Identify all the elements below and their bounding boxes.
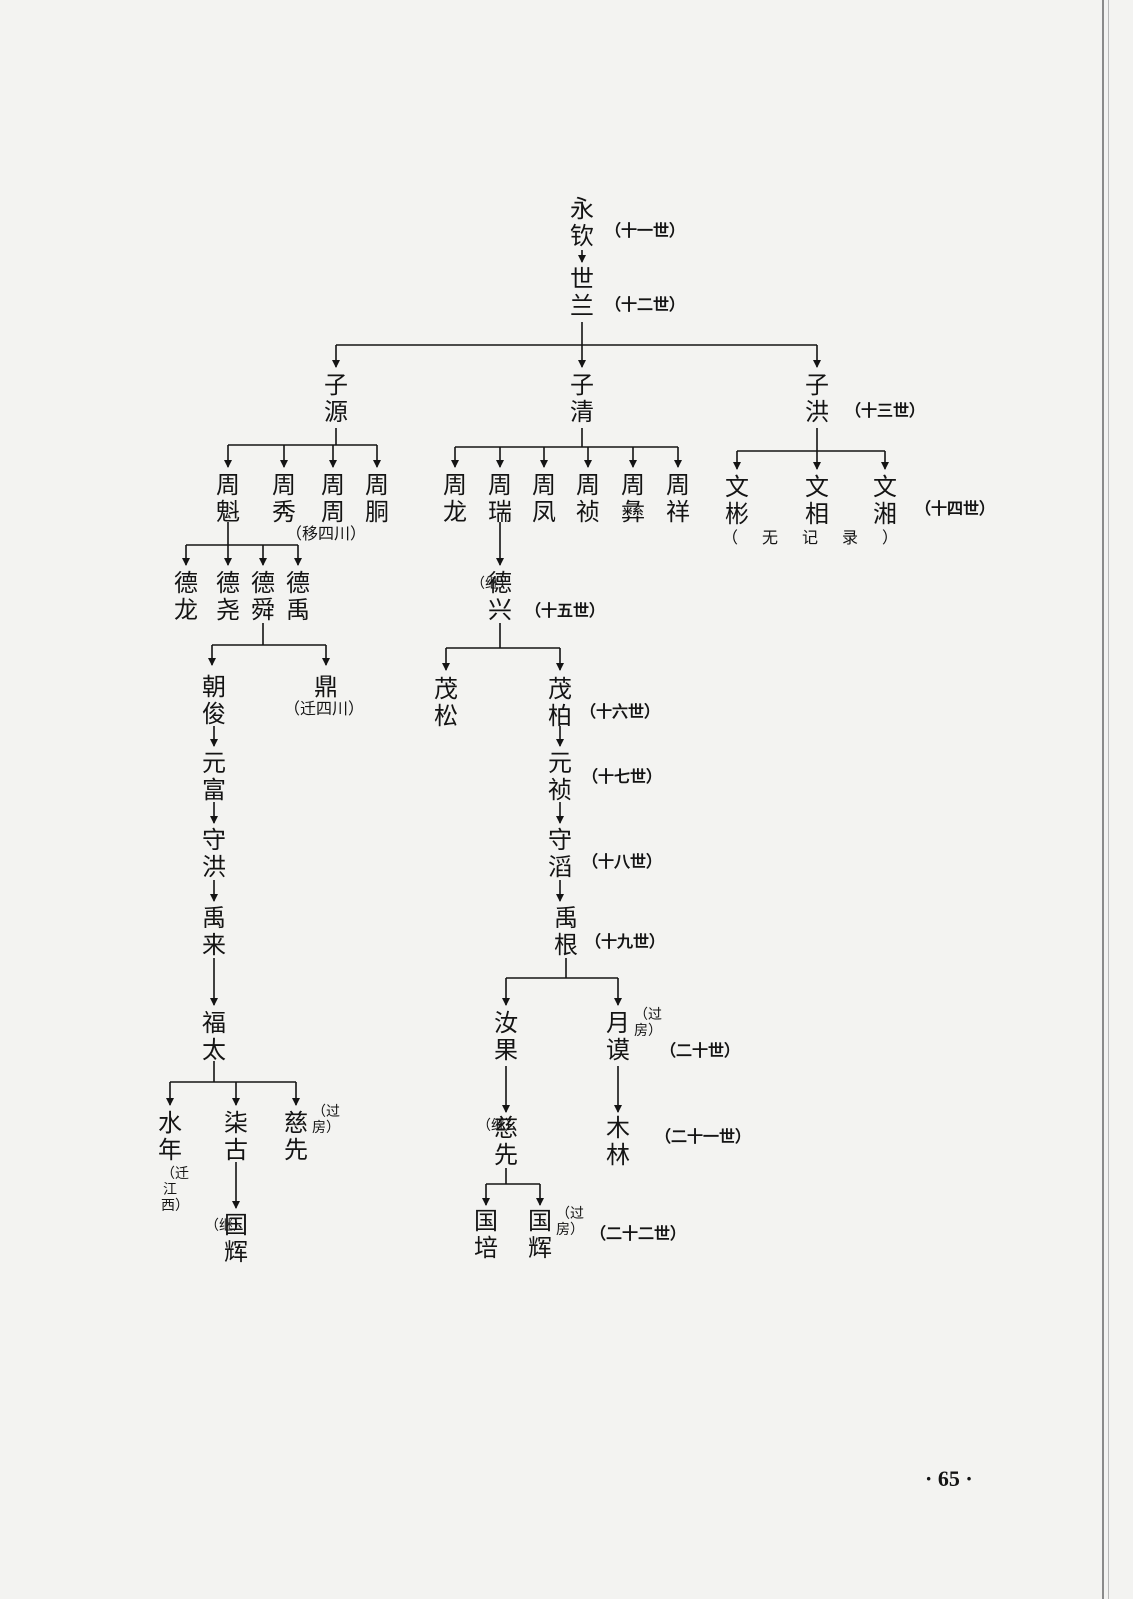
person-ziqing: 子清 bbox=[570, 371, 594, 426]
person-yuanfu: 元富 bbox=[202, 749, 226, 804]
person-rugu: 汝果 bbox=[494, 1009, 518, 1064]
generation-label-15: （十五世） bbox=[525, 601, 606, 620]
person-wenxiang2: 文湘 bbox=[873, 473, 897, 528]
person-yugen: 禹根 bbox=[554, 904, 578, 959]
generation-label-17: （十七世） bbox=[582, 767, 663, 786]
person-guohui-left: 国辉 bbox=[224, 1211, 248, 1266]
person-chaojun: 朝俊 bbox=[202, 673, 226, 728]
generation-label-11: （十一世） bbox=[605, 221, 686, 240]
person-delong: 德龙 bbox=[174, 569, 198, 624]
note-transferred-guohui: （过房） bbox=[556, 1206, 584, 1238]
page-binding-edge bbox=[1102, 0, 1104, 1599]
person-zhourui: 周瑞 bbox=[488, 471, 512, 526]
person-zhouzhen: 周祯 bbox=[576, 471, 600, 526]
person-yongqin: 永钦 bbox=[570, 195, 594, 250]
person-yuanzhen: 元祯 bbox=[548, 749, 572, 804]
person-shilan: 世兰 bbox=[570, 265, 594, 320]
page-binding-edge-inner bbox=[1108, 0, 1109, 1599]
person-ziyuan: 子源 bbox=[324, 371, 348, 426]
note-transferred-cixian: （过房） bbox=[312, 1104, 340, 1136]
person-zhoulong: 周龙 bbox=[443, 471, 467, 526]
person-cixian-right: 慈先 bbox=[494, 1114, 518, 1169]
note-relocated-jiangxi: （迁江西） bbox=[161, 1166, 189, 1214]
person-zhouzhou: 周周 bbox=[321, 471, 345, 526]
generation-label-19: （十九世） bbox=[585, 932, 666, 951]
note-no-record: （ 无 记 录 ） bbox=[722, 528, 903, 547]
person-maobai: 茂柏 bbox=[548, 675, 572, 730]
person-shouhong: 守洪 bbox=[202, 826, 226, 881]
page-number: · 65 · bbox=[925, 1466, 973, 1491]
person-mulin: 木林 bbox=[606, 1114, 630, 1169]
generation-label-22: （二十二世） bbox=[590, 1224, 687, 1243]
person-zihong: 子洪 bbox=[805, 371, 829, 426]
person-yulai: 禹来 bbox=[202, 904, 226, 959]
person-dexing: 德兴 bbox=[488, 569, 512, 624]
generation-label-12: （十二世） bbox=[605, 295, 686, 314]
generation-label-21: （二十一世） bbox=[655, 1127, 752, 1146]
note-relocated-sichuan: （迁四川） bbox=[284, 699, 365, 718]
person-guopei: 国培 bbox=[474, 1207, 498, 1262]
person-deyao: 德尧 bbox=[216, 569, 240, 624]
generation-label-16: （十六世） bbox=[580, 702, 661, 721]
person-guohui-right: 国辉 bbox=[528, 1207, 552, 1262]
generation-label-13: （十三世） bbox=[845, 401, 926, 420]
note-adopted-guohui: （继） bbox=[205, 1218, 247, 1234]
person-cixian-left: 慈先 bbox=[284, 1109, 308, 1164]
person-wenxiang: 文相 bbox=[805, 473, 829, 528]
person-wenbin: 文彬 bbox=[725, 473, 749, 528]
person-zhoubi: 周彝 bbox=[621, 471, 645, 526]
person-ding: 鼎 bbox=[314, 673, 338, 701]
person-zhoukui: 周魁 bbox=[216, 471, 240, 526]
person-zhouxiang: 周祥 bbox=[666, 471, 690, 526]
person-zhoufeng: 周凤 bbox=[532, 471, 556, 526]
person-deshun: 德舜 bbox=[251, 569, 275, 624]
note-transferred-yuemo: （过房） bbox=[634, 1007, 662, 1039]
person-zhoutong: 周胴 bbox=[365, 471, 389, 526]
person-zhouxiu: 周秀 bbox=[272, 471, 296, 526]
generation-label-14: （十四世） bbox=[915, 499, 996, 518]
person-maosong: 茂松 bbox=[434, 675, 458, 730]
person-chaigu: 柒古 bbox=[224, 1109, 248, 1164]
person-shoudao: 守滔 bbox=[548, 826, 572, 881]
generation-label-18: （十八世） bbox=[582, 852, 663, 871]
person-yuemo: 月谟 bbox=[606, 1009, 630, 1064]
person-shuinian: 水年 bbox=[158, 1109, 182, 1164]
person-deyu: 德禹 bbox=[286, 569, 310, 624]
generation-label-20: （二十世） bbox=[660, 1041, 741, 1060]
person-futai: 福太 bbox=[202, 1009, 226, 1064]
note-moved-sichuan: （移四川） bbox=[286, 524, 367, 543]
